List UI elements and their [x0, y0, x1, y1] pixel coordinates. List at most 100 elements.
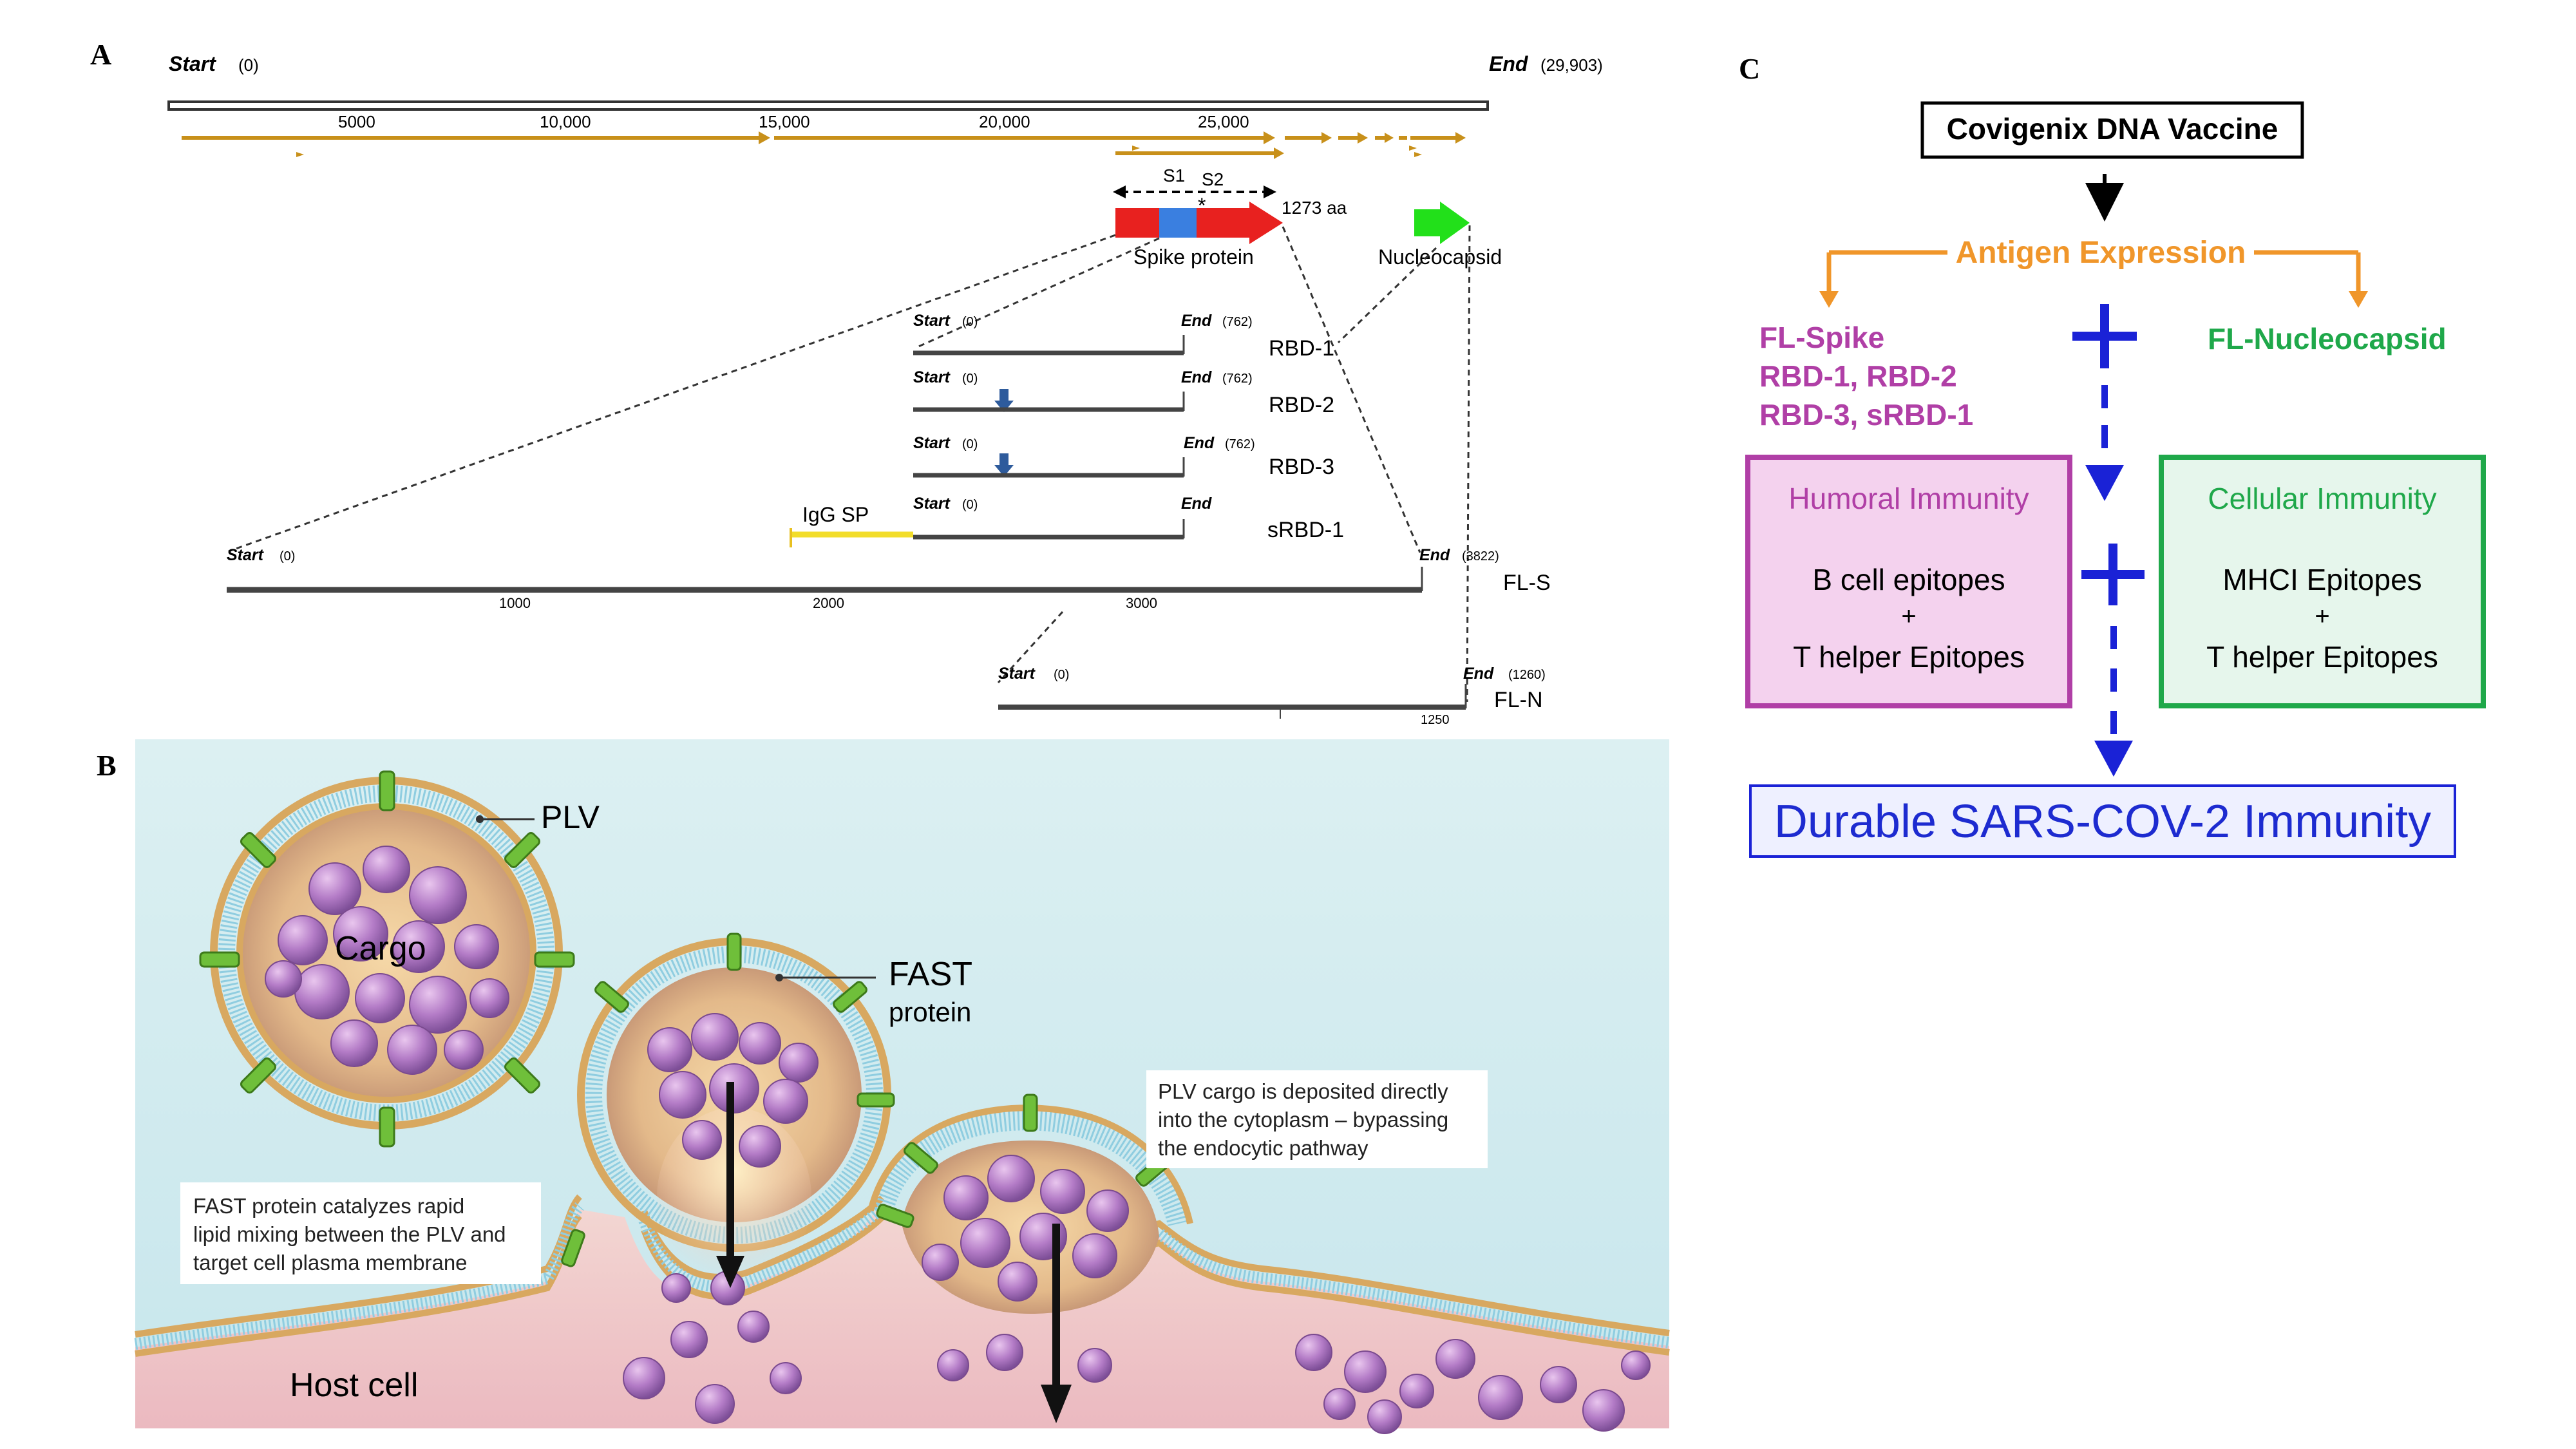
fusion-arrow-1 [716, 1082, 744, 1288]
spike-antigen-list: FL-Spike RBD-1, RBD-2 RBD-3, sRBD-1 [1759, 321, 1973, 431]
humoral-line-2: T helper Epitopes [1793, 640, 2025, 674]
vaccine-title: Covigenix DNA Vaccine [1947, 112, 2278, 146]
fusion-arrow-2 [1041, 1224, 1072, 1423]
fln-end-label: End [1463, 665, 1494, 683]
fln-tick-1250: 1250 [1421, 713, 1450, 727]
dash-arrow-upper-head [2085, 465, 2124, 501]
cytoplasm-cargo [1295, 1334, 1651, 1434]
humoral-immunity-box: Humoral Immunity B cell epitopes + T hel… [1745, 455, 2072, 708]
genome-line [167, 100, 1489, 111]
rbd3-name: RBD-3 [1269, 455, 1334, 479]
humoral-line-1: B cell epitopes [1812, 563, 2005, 596]
humoral-box [1745, 455, 2072, 708]
cellular-line-1: MHCI Epitopes [2222, 563, 2421, 596]
plv-vesicle: PLV Cargo [199, 770, 600, 1148]
callout-plv-cargo-line-1: PLV cargo is deposited directly [1158, 1079, 1448, 1103]
antigen-branch [1826, 250, 2361, 295]
genome-start-value: (0) [238, 55, 259, 75]
host-cell [135, 1207, 1669, 1428]
rbd1-start-label: Start [913, 312, 951, 330]
fusing-vesicle-1-fast-proteins [561, 933, 895, 1267]
spike-antigen-line-1: FL-Spike [1759, 321, 1884, 354]
callout-plv-cargo-text: PLV cargo is deposited directly into the… [1158, 1079, 1454, 1160]
fls-end-value: (3822) [1462, 549, 1499, 564]
construct-srbd1: Start (0) End IgG SP sRBD-1 [790, 495, 1344, 547]
projection-lines [228, 225, 1471, 703]
cellular-box [2159, 455, 2486, 708]
antigen-expression-label: Antigen Expression [1956, 236, 2246, 270]
genome-tick-25000: 25,000 [1198, 112, 1249, 131]
plv-cargo-spheres [265, 846, 509, 1075]
rbd3-end-label: End [1184, 434, 1215, 452]
rbd1-name: RBD-1 [1269, 336, 1334, 361]
genome-ticks: 5000 10,000 15,000 20,000 25,000 [338, 112, 1249, 131]
rbd2-mutation-arrow [994, 389, 1014, 412]
plus-sign-lower [2081, 544, 2145, 605]
callout-fast-mixing-line-3: target cell plasma membrane [193, 1251, 468, 1274]
s2-label: S2 [1202, 169, 1224, 189]
nucleocapsid-antigen-label: FL-Nucleocapsid [2208, 322, 2447, 355]
srbd1-start-label: Start [913, 495, 951, 513]
genome-end-value: (29,903) [1540, 55, 1603, 75]
nucleocapsid-gene: Nucleocapsid [1378, 202, 1502, 269]
antigen-right-arrowhead [2349, 291, 2368, 308]
rbd2-end-label: End [1181, 368, 1212, 386]
callout-fast-mixing-box [180, 1182, 541, 1284]
dash-arrow-lower-head [2094, 741, 2133, 777]
spike-antigen-line-3: RBD-3, sRBD-1 [1759, 398, 1973, 431]
plv-leader-dot [476, 815, 484, 823]
callout-plv-cargo-line-2: into the cytoplasm – bypassing [1158, 1108, 1448, 1132]
spike-protein-label: Spike protein [1133, 245, 1254, 269]
cellular-plus: + [2315, 602, 2329, 630]
panel-label-c: C [1739, 52, 1760, 85]
fln-start-label: Start [998, 665, 1036, 683]
fls-tick-3000: 3000 [1126, 595, 1157, 611]
callout-plv-cargo: PLV cargo is deposited directly into the… [1146, 1070, 1488, 1168]
fusing-vesicle-2-membrane [871, 1108, 1189, 1227]
spike-antigen-line-2: RBD-1, RBD-2 [1759, 359, 1957, 393]
construct-rbd3: Start (0) End (762) RBD-3 [913, 434, 1334, 479]
fln-name: FL-N [1494, 688, 1543, 712]
genome-tick-20000: 20,000 [979, 112, 1030, 131]
callout-fast-mixing-text: FAST protein catalyzes rapid lipid mixin… [193, 1194, 512, 1274]
humoral-plus: + [1901, 602, 1916, 630]
spike-rbd-segment [1159, 208, 1197, 238]
cellular-line-2: T helper Epitopes [2206, 640, 2438, 674]
construct-fl-n: Start (0) End (1260) 1250 FL-N [998, 665, 1546, 727]
panel-label-a: A [90, 38, 111, 71]
spike-s1-segment [1115, 208, 1159, 238]
plv-label: PLV [541, 799, 600, 835]
fusing-vesicle-1: FAST protein [561, 933, 972, 1424]
fast-label: FAST [889, 956, 972, 993]
spike-aa-length: 1273 aa [1282, 198, 1347, 218]
rbd3-mutation-arrow [994, 453, 1014, 477]
fls-name: FL-S [1503, 571, 1551, 595]
rbd1-start-value: (0) [962, 315, 978, 329]
s1-s2-left-arrowhead [1113, 185, 1126, 198]
vaccine-box [1920, 101, 2304, 159]
genome-end-label: End [1489, 52, 1529, 75]
result-text: Durable SARS-COV-2 Immunity [1774, 796, 2431, 848]
cellular-title: Cellular Immunity [2208, 482, 2436, 515]
spike-gene: S1 S2 * 1273 aa Spike protein [1113, 166, 1347, 269]
result-box [1749, 784, 2456, 858]
orf-tracks [182, 131, 1466, 159]
plus-sign-upper [2072, 304, 2137, 368]
rbd2-end-value: (762) [1222, 372, 1253, 386]
fls-start-value: (0) [279, 549, 295, 564]
fln-end-value: (1260) [1508, 668, 1546, 682]
rbd3-start-label: Start [913, 434, 951, 452]
fln-start-value: (0) [1054, 668, 1069, 682]
humoral-title: Humoral Immunity [1788, 482, 2029, 515]
s1-s2-right-arrowhead [1264, 185, 1276, 198]
callout-fast-mixing-line-1: FAST protein catalyzes rapid [193, 1194, 464, 1218]
fast-protein-glyphs [199, 770, 575, 1148]
fls-start-label: Start [227, 546, 265, 564]
genome-start-label: Start [169, 52, 216, 75]
fast-leader-dot [775, 974, 783, 981]
fusing-vesicle-2 [867, 1094, 1193, 1423]
fls-tick-2000: 2000 [813, 595, 844, 611]
panel-b: B [97, 739, 1671, 1434]
construct-fl-s: Start (0) End (3822) 1000 2000 3000 FL-S [227, 546, 1551, 611]
